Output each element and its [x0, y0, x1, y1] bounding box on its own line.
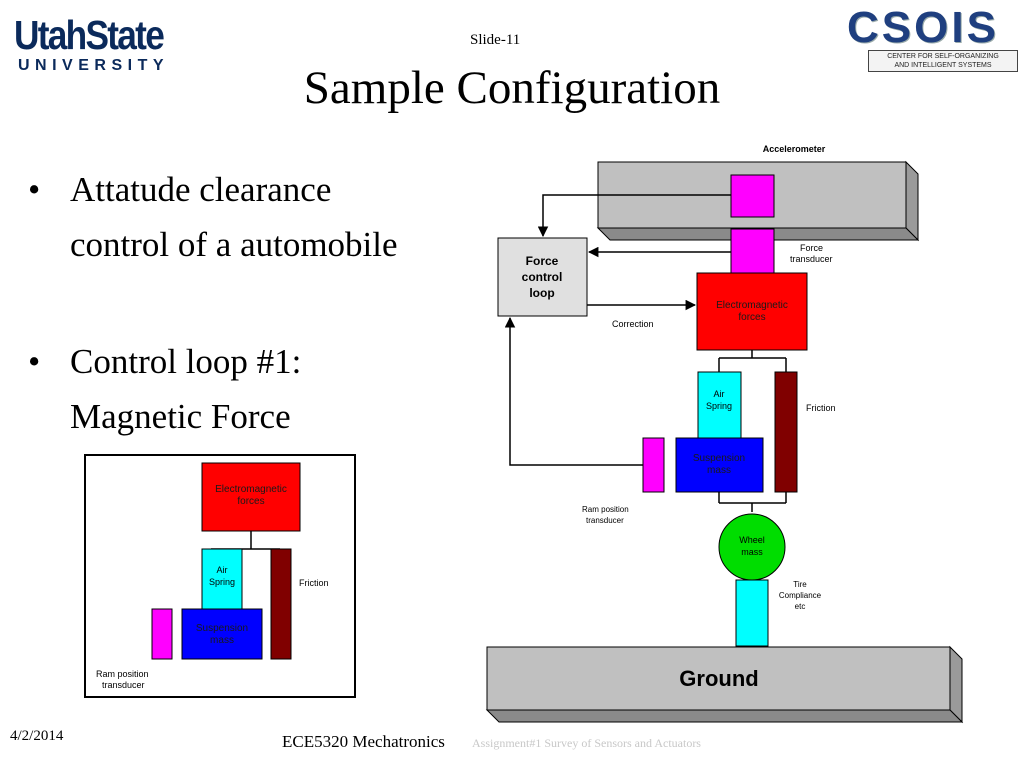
ram-feedback-arrow	[504, 316, 643, 466]
tire-compliance-block	[735, 579, 769, 647]
ground-block	[486, 646, 951, 711]
ground-side	[949, 645, 963, 724]
usu-logo: UtahState UNIVERSITY	[14, 14, 200, 74]
small-air-spring-label-2: Spring	[209, 577, 235, 587]
force-control-label-2: control	[522, 270, 563, 284]
electromagnetic-label-2: forces	[738, 312, 765, 323]
friction-label: Friction	[806, 403, 836, 413]
force-control-label-1: Force	[526, 254, 559, 268]
bullet-text: Attatude clearance control of a automobi…	[70, 170, 398, 264]
small-ram-transducer-block	[151, 608, 173, 660]
small-suspension-label-1: Suspension	[196, 623, 248, 634]
wheel-label-1: Wheel	[739, 535, 765, 545]
wheel-label-2: mass	[741, 547, 763, 557]
csois-sub-line2: AND INTELLIGENT SYSTEMS	[894, 62, 992, 69]
force-transducer-label-1: Force	[800, 243, 823, 253]
slide-number: Slide-11	[470, 32, 521, 48]
small-electromagnetic-block	[201, 462, 301, 532]
accelerometer-label: Accelerometer	[763, 144, 826, 154]
tire-label-3: etc	[795, 602, 806, 611]
small-electromagnetic-label-1: Electromagnetic	[215, 484, 287, 495]
vehicle-body-side	[905, 160, 919, 242]
footer-course: ECE5320 Mechatronics	[282, 732, 445, 751]
air-spring-label-2: Spring	[706, 401, 732, 411]
ram-label-2: transducer	[586, 516, 624, 525]
air-spring-label-1: Air	[714, 389, 725, 399]
bullet-item: • Control loop #1: Magnetic Force	[28, 334, 428, 444]
force-control-loop-box	[497, 237, 588, 317]
small-diagram-canvas: Electromagnetic forces Air Spring Fricti…	[96, 462, 329, 690]
bullet-text: Control loop #1: Magnetic Force	[70, 342, 302, 436]
usu-logo-subtitle: UNIVERSITY	[18, 57, 170, 74]
small-friction-block	[270, 548, 292, 660]
small-electromagnetic-label-2: forces	[237, 496, 264, 507]
usu-logo-name: UtahState	[14, 12, 165, 58]
ground-label: Ground	[679, 666, 758, 691]
suspension-label-1: Suspension	[693, 453, 745, 464]
bullet-item: • Attatude clearance control of a automo…	[28, 162, 428, 332]
small-ram-label-1: Ram position	[96, 669, 149, 679]
ram-position-transducer-block	[642, 437, 665, 493]
accelerometer-feedback-arrow	[537, 194, 731, 238]
electromagnetic-forces-block	[696, 272, 808, 351]
small-air-spring-label-1: Air	[217, 565, 228, 575]
small-friction-label: Friction	[299, 578, 329, 588]
footer-date: 4/2/2014	[10, 728, 64, 744]
ram-label-1: Ram position	[582, 505, 629, 514]
small-ram-label-2: transducer	[102, 680, 145, 690]
force-transducer-block	[730, 228, 775, 274]
air-spring-block	[697, 371, 742, 439]
correction-label: Correction	[612, 319, 654, 329]
csois-logo-subtitle: CENTER FOR SELF-ORGANIZING AND INTELLIGE…	[868, 50, 1018, 72]
small-diagram: Electromagnetic forces Air Spring Fricti…	[84, 454, 356, 698]
bullet-marker: •	[28, 170, 41, 209]
force-control-label-3: loop	[529, 286, 554, 300]
suspension-label-2: mass	[707, 465, 731, 476]
electromagnetic-label-1: Electromagnetic	[716, 300, 788, 311]
small-suspension-block	[181, 608, 263, 660]
tire-label-1: Tire	[793, 580, 807, 589]
friction-block	[774, 371, 798, 493]
slide-title: Sample Configuration	[303, 62, 721, 114]
small-suspension-label-2: mass	[210, 635, 234, 646]
accelerometer-block	[730, 174, 775, 218]
footer-ghost-text: Assignment#1 Survey of Sensors and Actua…	[472, 736, 701, 750]
force-transducer-label-2: transducer	[790, 254, 833, 264]
csois-sub-line1: CENTER FOR SELF-ORGANIZING	[887, 53, 999, 60]
bullet-marker: •	[28, 342, 41, 381]
suspension-mass-block	[675, 437, 764, 493]
ground-bottom	[485, 709, 964, 723]
csois-logo: CSOIS CENTER FOR SELF-ORGANIZING AND INT…	[830, 3, 1018, 72]
tire-label-2: Compliance	[779, 591, 822, 600]
csois-logo-word: CSOIS	[847, 3, 999, 52]
